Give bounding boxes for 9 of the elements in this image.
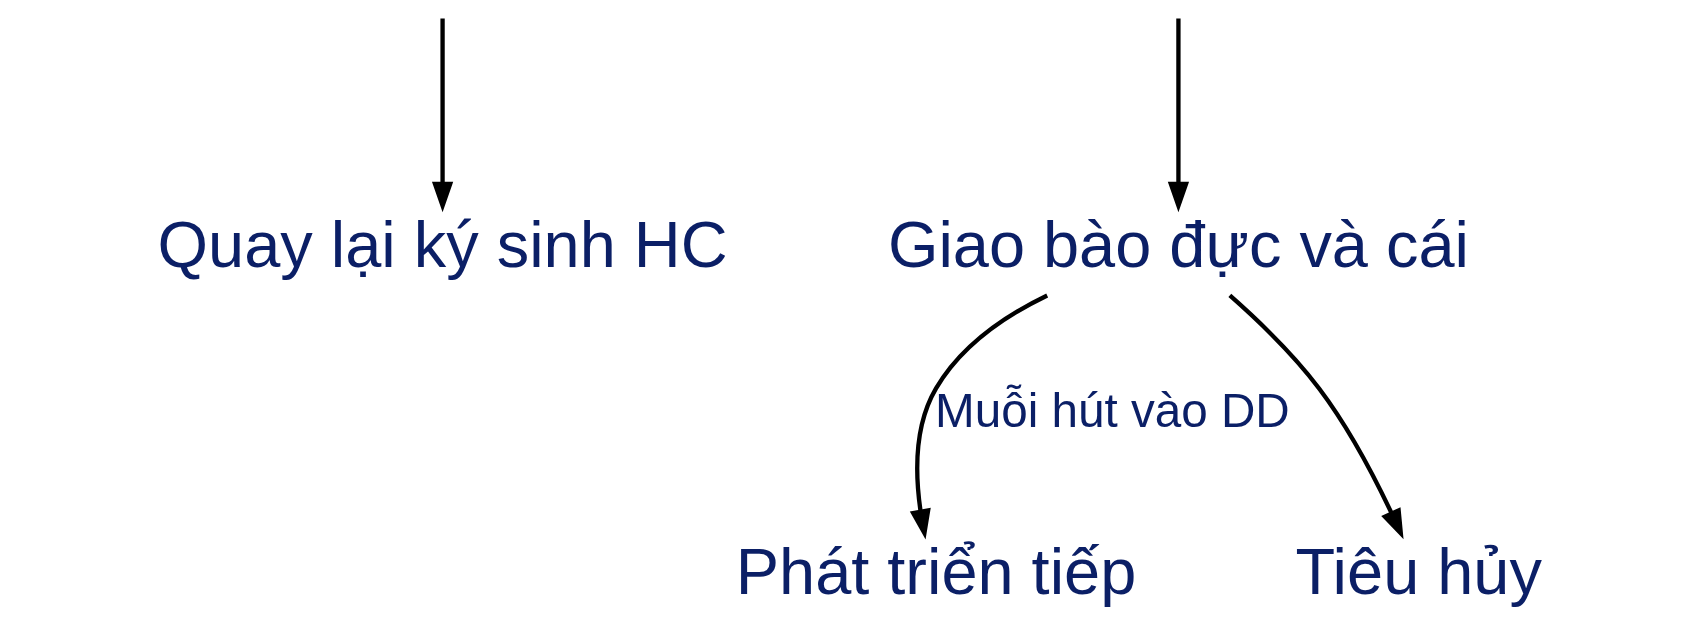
node-text: Quay lại ký sinh HC (157, 208, 728, 282)
edge-label: Muỗi hút vào DD (935, 383, 1290, 437)
arrow (431, 18, 454, 213)
node-text: Giao bào đực và cái (887, 208, 1469, 282)
node-text: Tiêu hủy (1295, 535, 1542, 609)
node-text: Phát triển tiếp (735, 535, 1137, 609)
arrow (909, 293, 1049, 540)
arrow (1228, 293, 1404, 540)
arrow (1167, 18, 1190, 213)
